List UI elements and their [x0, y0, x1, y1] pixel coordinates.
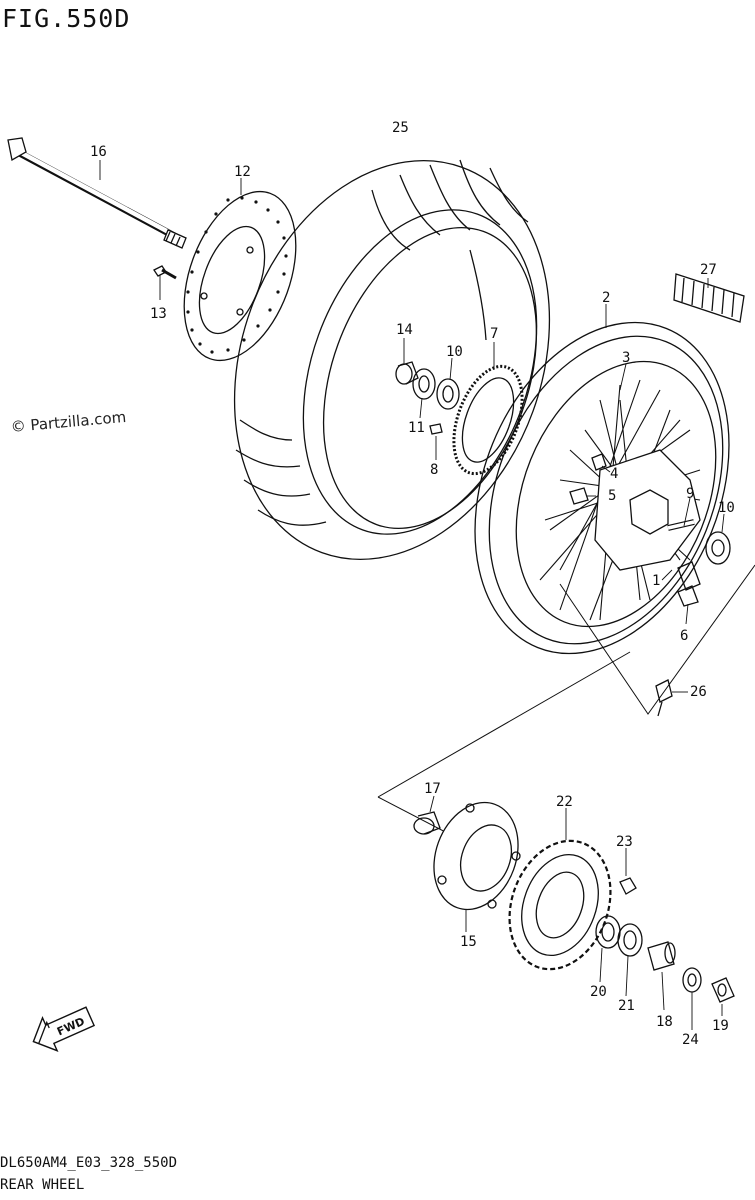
- ref-24[interactable]: 24: [682, 1032, 699, 1048]
- oil-seal[interactable]: [617, 923, 643, 957]
- leader-lines: [99, 160, 725, 1030]
- ref-3[interactable]: 3: [622, 350, 630, 366]
- rear-sprocket[interactable]: [492, 827, 627, 984]
- sprocket-mounting-drum[interactable]: [420, 791, 533, 922]
- wheel-spacer[interactable]: [395, 361, 419, 385]
- hub-damper[interactable]: [677, 561, 701, 607]
- ref-23[interactable]: 23: [616, 834, 633, 850]
- ref-13[interactable]: 13: [150, 306, 167, 322]
- ref-26[interactable]: 26: [690, 684, 707, 700]
- ref-1[interactable]: 1: [652, 573, 660, 589]
- wheel-bearing-center[interactable]: [436, 378, 460, 410]
- tire-valve[interactable]: [655, 679, 673, 717]
- ref-6[interactable]: 6: [680, 628, 688, 644]
- axle-nut[interactable]: [711, 977, 735, 1003]
- wheel-rim[interactable]: [428, 284, 755, 691]
- ref-4[interactable]: 4: [610, 466, 618, 482]
- figure-code: DL650AM4_E03_328_550D: [0, 1155, 178, 1171]
- ref-16[interactable]: 16: [90, 144, 107, 160]
- axle-spacer[interactable]: [647, 941, 676, 971]
- sprocket-nut[interactable]: [619, 877, 637, 895]
- ref-21[interactable]: 21: [618, 998, 635, 1014]
- axle-washer[interactable]: [682, 967, 702, 993]
- ref-14[interactable]: 14: [396, 322, 413, 338]
- ref-19[interactable]: 19: [712, 1018, 729, 1034]
- figure-caption: REAR WHEEL: [0, 1177, 85, 1193]
- ref-5[interactable]: 5: [608, 488, 616, 504]
- balance-weight[interactable]: [569, 487, 589, 505]
- fwd-arrow-icon: FWD: [32, 1006, 96, 1052]
- ref-11[interactable]: 11: [408, 420, 425, 436]
- sprocket-collar[interactable]: [413, 811, 441, 835]
- ref-7[interactable]: 7: [490, 326, 498, 342]
- ref-17[interactable]: 17: [424, 781, 441, 797]
- wheel-hub[interactable]: [594, 449, 701, 571]
- ref-15[interactable]: 15: [460, 934, 477, 950]
- disc-bolt[interactable]: [153, 265, 177, 280]
- part-reference-numbers: 1 2 3 4 5 6 7 8 9 10 10 11 12 13 14 15 1…: [90, 120, 735, 1048]
- ref-27[interactable]: 27: [700, 262, 717, 278]
- wheel-bearing-right[interactable]: [705, 531, 731, 565]
- ref-2[interactable]: 2: [602, 290, 610, 306]
- spoke-nipple[interactable]: [591, 453, 607, 471]
- ref-9[interactable]: 9: [686, 486, 694, 502]
- hub-shaft[interactable]: [667, 519, 695, 531]
- ref-18[interactable]: 18: [656, 1014, 673, 1030]
- ref-10-right[interactable]: 10: [718, 500, 735, 516]
- abs-sensor-ring[interactable]: [441, 357, 536, 483]
- brake-disc[interactable]: [163, 176, 317, 376]
- ref-25[interactable]: 25: [392, 120, 409, 136]
- ref-20[interactable]: 20: [590, 984, 607, 1000]
- ref-8[interactable]: 8: [430, 462, 438, 478]
- ref-12[interactable]: 12: [234, 164, 251, 180]
- ref-10-center[interactable]: 10: [446, 344, 463, 360]
- sensor-ring-screw[interactable]: [429, 423, 443, 435]
- ref-22[interactable]: 22: [556, 794, 573, 810]
- rim-band[interactable]: [673, 273, 745, 323]
- figure-title: FIG.550D: [2, 4, 131, 33]
- wheel-bearing-left[interactable]: [412, 368, 436, 400]
- rear-tire[interactable]: [181, 116, 603, 604]
- rear-axle[interactable]: [7, 137, 187, 249]
